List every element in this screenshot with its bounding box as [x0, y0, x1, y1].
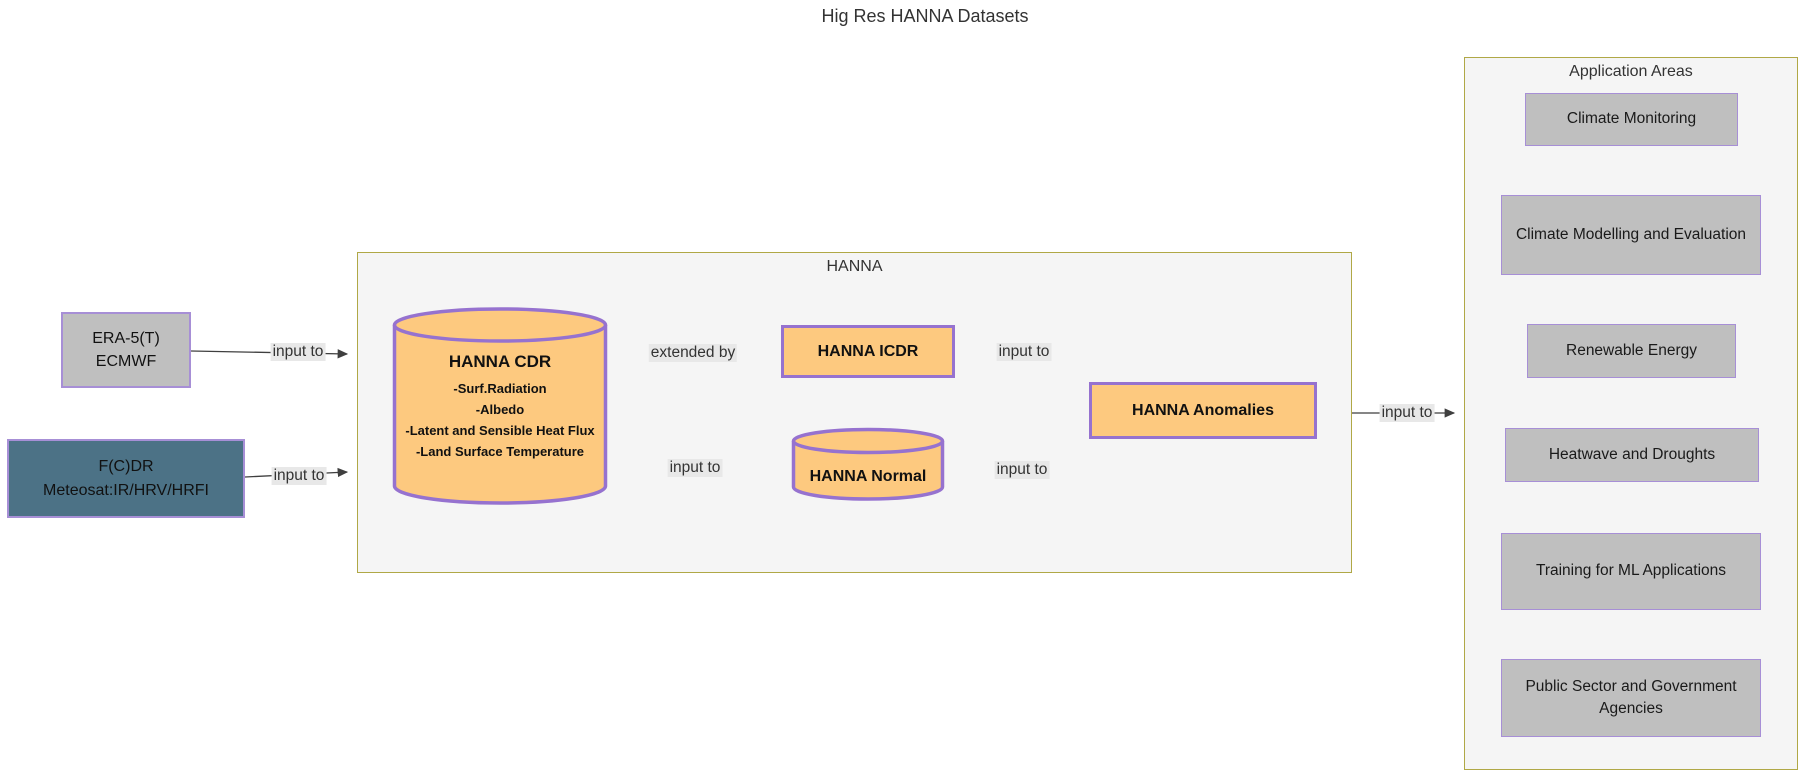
diagram-title: Hig Res HANNA Datasets [821, 6, 1029, 26]
edge-label-icdr-anomalies-input-to: input to [996, 343, 1052, 361]
node-hanna-anomalies-label: HANNA Anomalies [1132, 401, 1274, 419]
edge-label-cdr-normal-input-to: input to [667, 459, 723, 477]
group-application-areas-label: Application Areas [1569, 63, 1693, 80]
app-area-label: Renewable Energy [1566, 341, 1697, 359]
edge-label-hanna-applications-input-to: input to [1379, 404, 1435, 422]
node-era5-ecmwf: ERA-5(T) ECMWF [61, 312, 191, 388]
app-area-climate-monitoring: Climate Monitoring [1525, 93, 1738, 146]
node-hanna-anomalies: HANNA Anomalies [1089, 382, 1317, 439]
node-fcdr-meteosat: F(C)DR Meteosat:IR/HRV/HRFI [7, 439, 245, 518]
node-hanna-normal-label: HANNA Normal [809, 468, 927, 485]
app-area-label: Climate Modelling and Evaluation [1515, 225, 1747, 243]
cdr-item-latent-sensible-heat-flux: -Latent and Sensible Heat Flux [405, 423, 595, 438]
cylinder-shape [791, 427, 945, 501]
edge-label-era5-input-to: input to [270, 343, 326, 361]
node-hanna-normal: HANNA Normal [791, 426, 945, 511]
group-hanna-label: HANNA [826, 258, 883, 275]
app-area-heatwave-and-droughts: Heatwave and Droughts [1505, 428, 1759, 482]
node-hanna-icdr: HANNA ICDR [781, 325, 955, 378]
app-area-public-sector: Public Sector and Government Agencies [1501, 659, 1761, 737]
node-hanna-cdr: HANNA CDR -Surf.Radiation -Albedo -Laten… [392, 306, 608, 505]
app-area-training-for-ml: Training for ML Applications [1501, 533, 1761, 610]
cdr-item-surf-radiation: -Surf.Radiation [453, 381, 547, 396]
edge-label-fcdr-input-to: input to [271, 467, 327, 485]
group-application-areas: Application Areas Climate Monitoring Cli… [1464, 57, 1798, 770]
node-era5-line1: ERA-5(T) [92, 329, 160, 347]
edge-label-normal-anomalies-input-to: input to [994, 461, 1050, 479]
cylinder-shape [392, 307, 608, 505]
node-hanna-cdr-title: HANNA CDR [448, 352, 552, 371]
cdr-item-albedo: -Albedo [475, 402, 525, 417]
cdr-item-land-surface-temperature: -Land Surface Temperature [415, 444, 585, 459]
app-area-climate-modelling-and-evaluation: Climate Modelling and Evaluation [1501, 195, 1761, 275]
node-hanna-icdr-label: HANNA ICDR [817, 342, 919, 360]
node-era5-line2: ECMWF [95, 353, 157, 370]
node-fcdr-line2: Meteosat:IR/HRV/HRFI [43, 481, 209, 499]
app-area-renewable-energy: Renewable Energy [1527, 324, 1736, 378]
app-area-label: Climate Monitoring [1566, 110, 1697, 128]
app-area-label: Public Sector and Government Agencies [1525, 677, 1737, 717]
app-area-label: Heatwave and Droughts [1548, 445, 1716, 463]
edge-label-extended-by: extended by [648, 344, 738, 362]
node-fcdr-line1: F(C)DR [98, 458, 154, 476]
app-area-label: Training for ML Applications [1535, 562, 1727, 580]
